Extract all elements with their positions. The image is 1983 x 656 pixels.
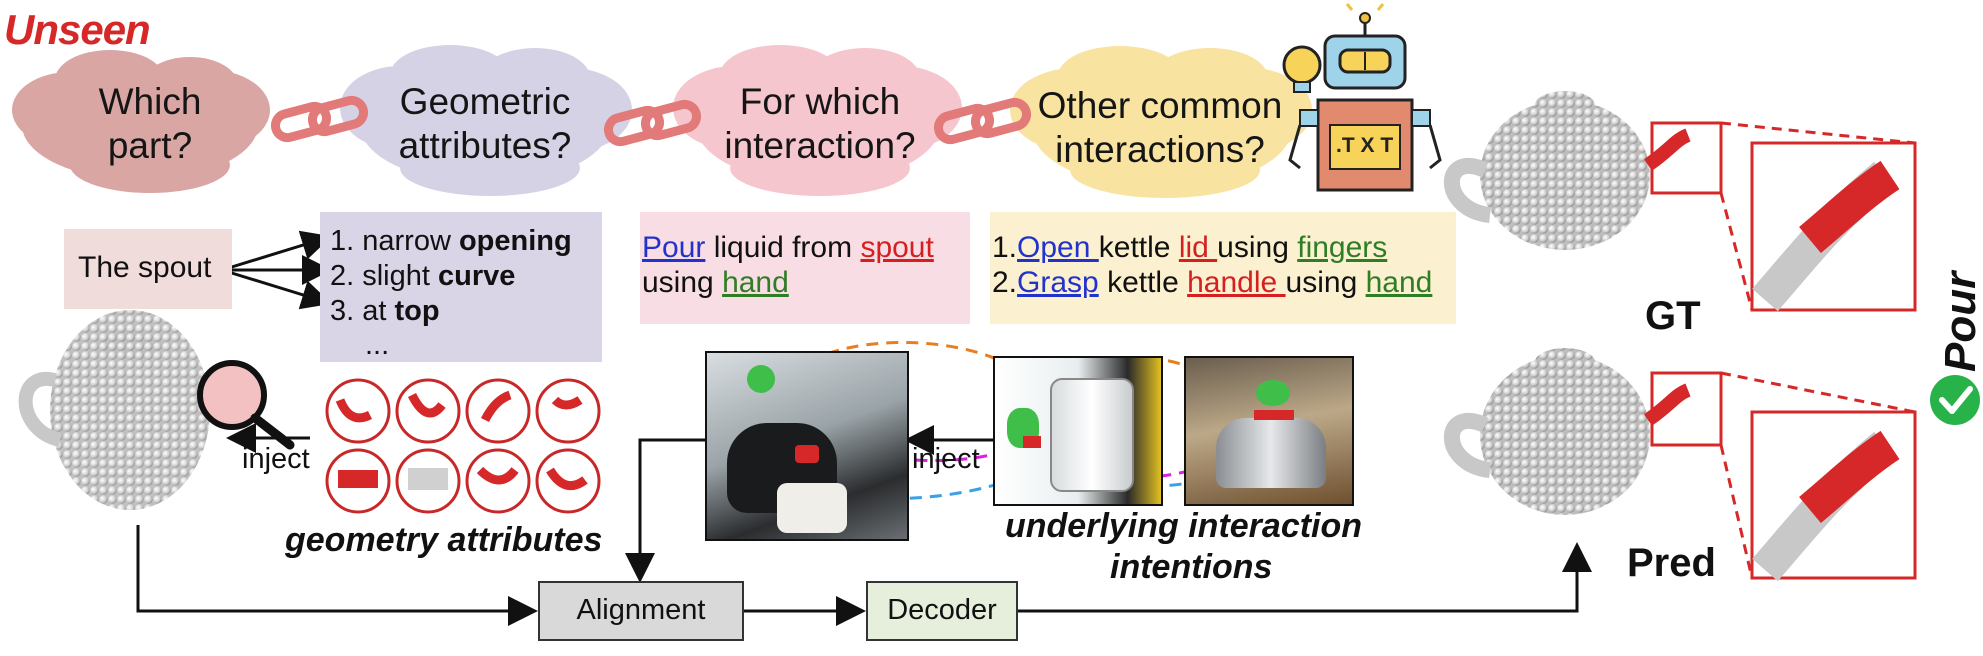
chain-link-icon <box>933 97 1032 145</box>
interaction-line-1: Pour liquid from spout <box>642 231 934 264</box>
cloud-for-which-interaction <box>673 45 962 196</box>
intentions-caption-line-2: intentions <box>1110 548 1273 586</box>
geometry-item-3: 3. at top <box>330 295 440 327</box>
cloud-for-which-interaction-text: For which interaction? <box>705 80 935 168</box>
robot-icon <box>1288 3 1442 192</box>
spout-box <box>64 229 232 309</box>
handle-points-marker <box>1023 436 1041 448</box>
question-line: Which <box>98 81 202 122</box>
question-line: part? <box>107 125 193 166</box>
unseen-title: Unseen <box>4 6 151 53</box>
other-interaction-2: 2.Grasp kettle handle using hand <box>992 266 1433 299</box>
geometry-attribute-thumbnails <box>325 378 601 514</box>
cloud-geometric-attributes-text: Geometric attributes? <box>380 80 590 168</box>
interaction-line-2: using hand <box>642 266 789 299</box>
arrow-decoder-to-output <box>1016 542 1592 613</box>
geometry-item-2: 2. slight curve <box>330 260 516 292</box>
gt-label: GT <box>1645 294 1701 338</box>
cloud-which-part-text: Which part? <box>60 80 240 168</box>
gt-zoom-line <box>1719 192 1754 311</box>
question-line: interaction? <box>724 125 916 166</box>
question-line: For which <box>739 81 901 122</box>
gt-zoom-line <box>1720 121 1916 145</box>
spout-label: The spout <box>78 251 212 284</box>
other-interaction-1: 1.Open kettle lid using fingers <box>992 231 1388 264</box>
pred-spout-zoom-frame <box>1650 371 1723 447</box>
chain-link-icon <box>603 99 702 147</box>
other-interactions-box <box>990 212 1456 324</box>
photo-grasp-kettle <box>993 356 1163 506</box>
robot-screen-text: .T X T <box>1336 134 1394 157</box>
teapot-point-cloud-pred <box>1443 348 1691 515</box>
finger-points-marker <box>1256 380 1290 406</box>
check-icon <box>1930 375 1980 425</box>
pred-zoom-line <box>1719 444 1754 579</box>
pred-zoom-line <box>1720 371 1916 414</box>
arrow-image-to-alignment <box>625 438 705 583</box>
hand-points-marker <box>747 365 775 393</box>
spout-points-marker <box>795 445 819 463</box>
magnifier-icon <box>197 360 295 450</box>
interaction-box <box>640 212 970 324</box>
alignment-block: Alignment <box>538 581 744 641</box>
lid-points-marker <box>1254 410 1294 420</box>
pred-label: Pred <box>1627 541 1716 585</box>
geometry-ellipsis: ... <box>365 329 390 361</box>
inject-label-middle: inject <box>912 443 980 475</box>
cloud-which-part <box>12 50 270 193</box>
cloud-other-interactions-text: Other common interactions? <box>1025 84 1295 172</box>
geometry-attributes-caption: geometry attributes <box>285 521 603 559</box>
result-label: Pour <box>1936 271 1983 372</box>
photo-pouring-kettle <box>705 351 909 541</box>
gt-spout-zoom-frame <box>1650 121 1723 195</box>
decoder-block: Decoder <box>866 581 1018 641</box>
intentions-caption-line-1: underlying interaction <box>1005 507 1363 545</box>
cloud-other-interactions <box>1010 46 1312 198</box>
arrow-teapot-to-alignment <box>136 525 538 626</box>
photo-open-lid-kettle <box>1184 356 1354 506</box>
cup-shape <box>777 483 847 533</box>
geometry-item-1: 1. narrow opening <box>330 225 572 257</box>
kettle-shape <box>1216 418 1326 488</box>
question-line: Geometric <box>399 81 571 122</box>
cloud-geometric-attributes <box>340 45 632 196</box>
question-line: interactions? <box>1055 129 1265 170</box>
chain-link-icon <box>270 95 369 143</box>
teapot-point-cloud-left <box>18 310 210 510</box>
spout-fan-arrows <box>221 230 332 310</box>
question-line: attributes? <box>398 125 572 166</box>
question-line: Other common <box>1037 85 1283 126</box>
lightbulb-icon <box>1282 45 1322 93</box>
kettle-shape <box>1050 378 1134 492</box>
inject-label-left: inject <box>242 443 310 475</box>
geometry-list-box <box>320 212 602 362</box>
